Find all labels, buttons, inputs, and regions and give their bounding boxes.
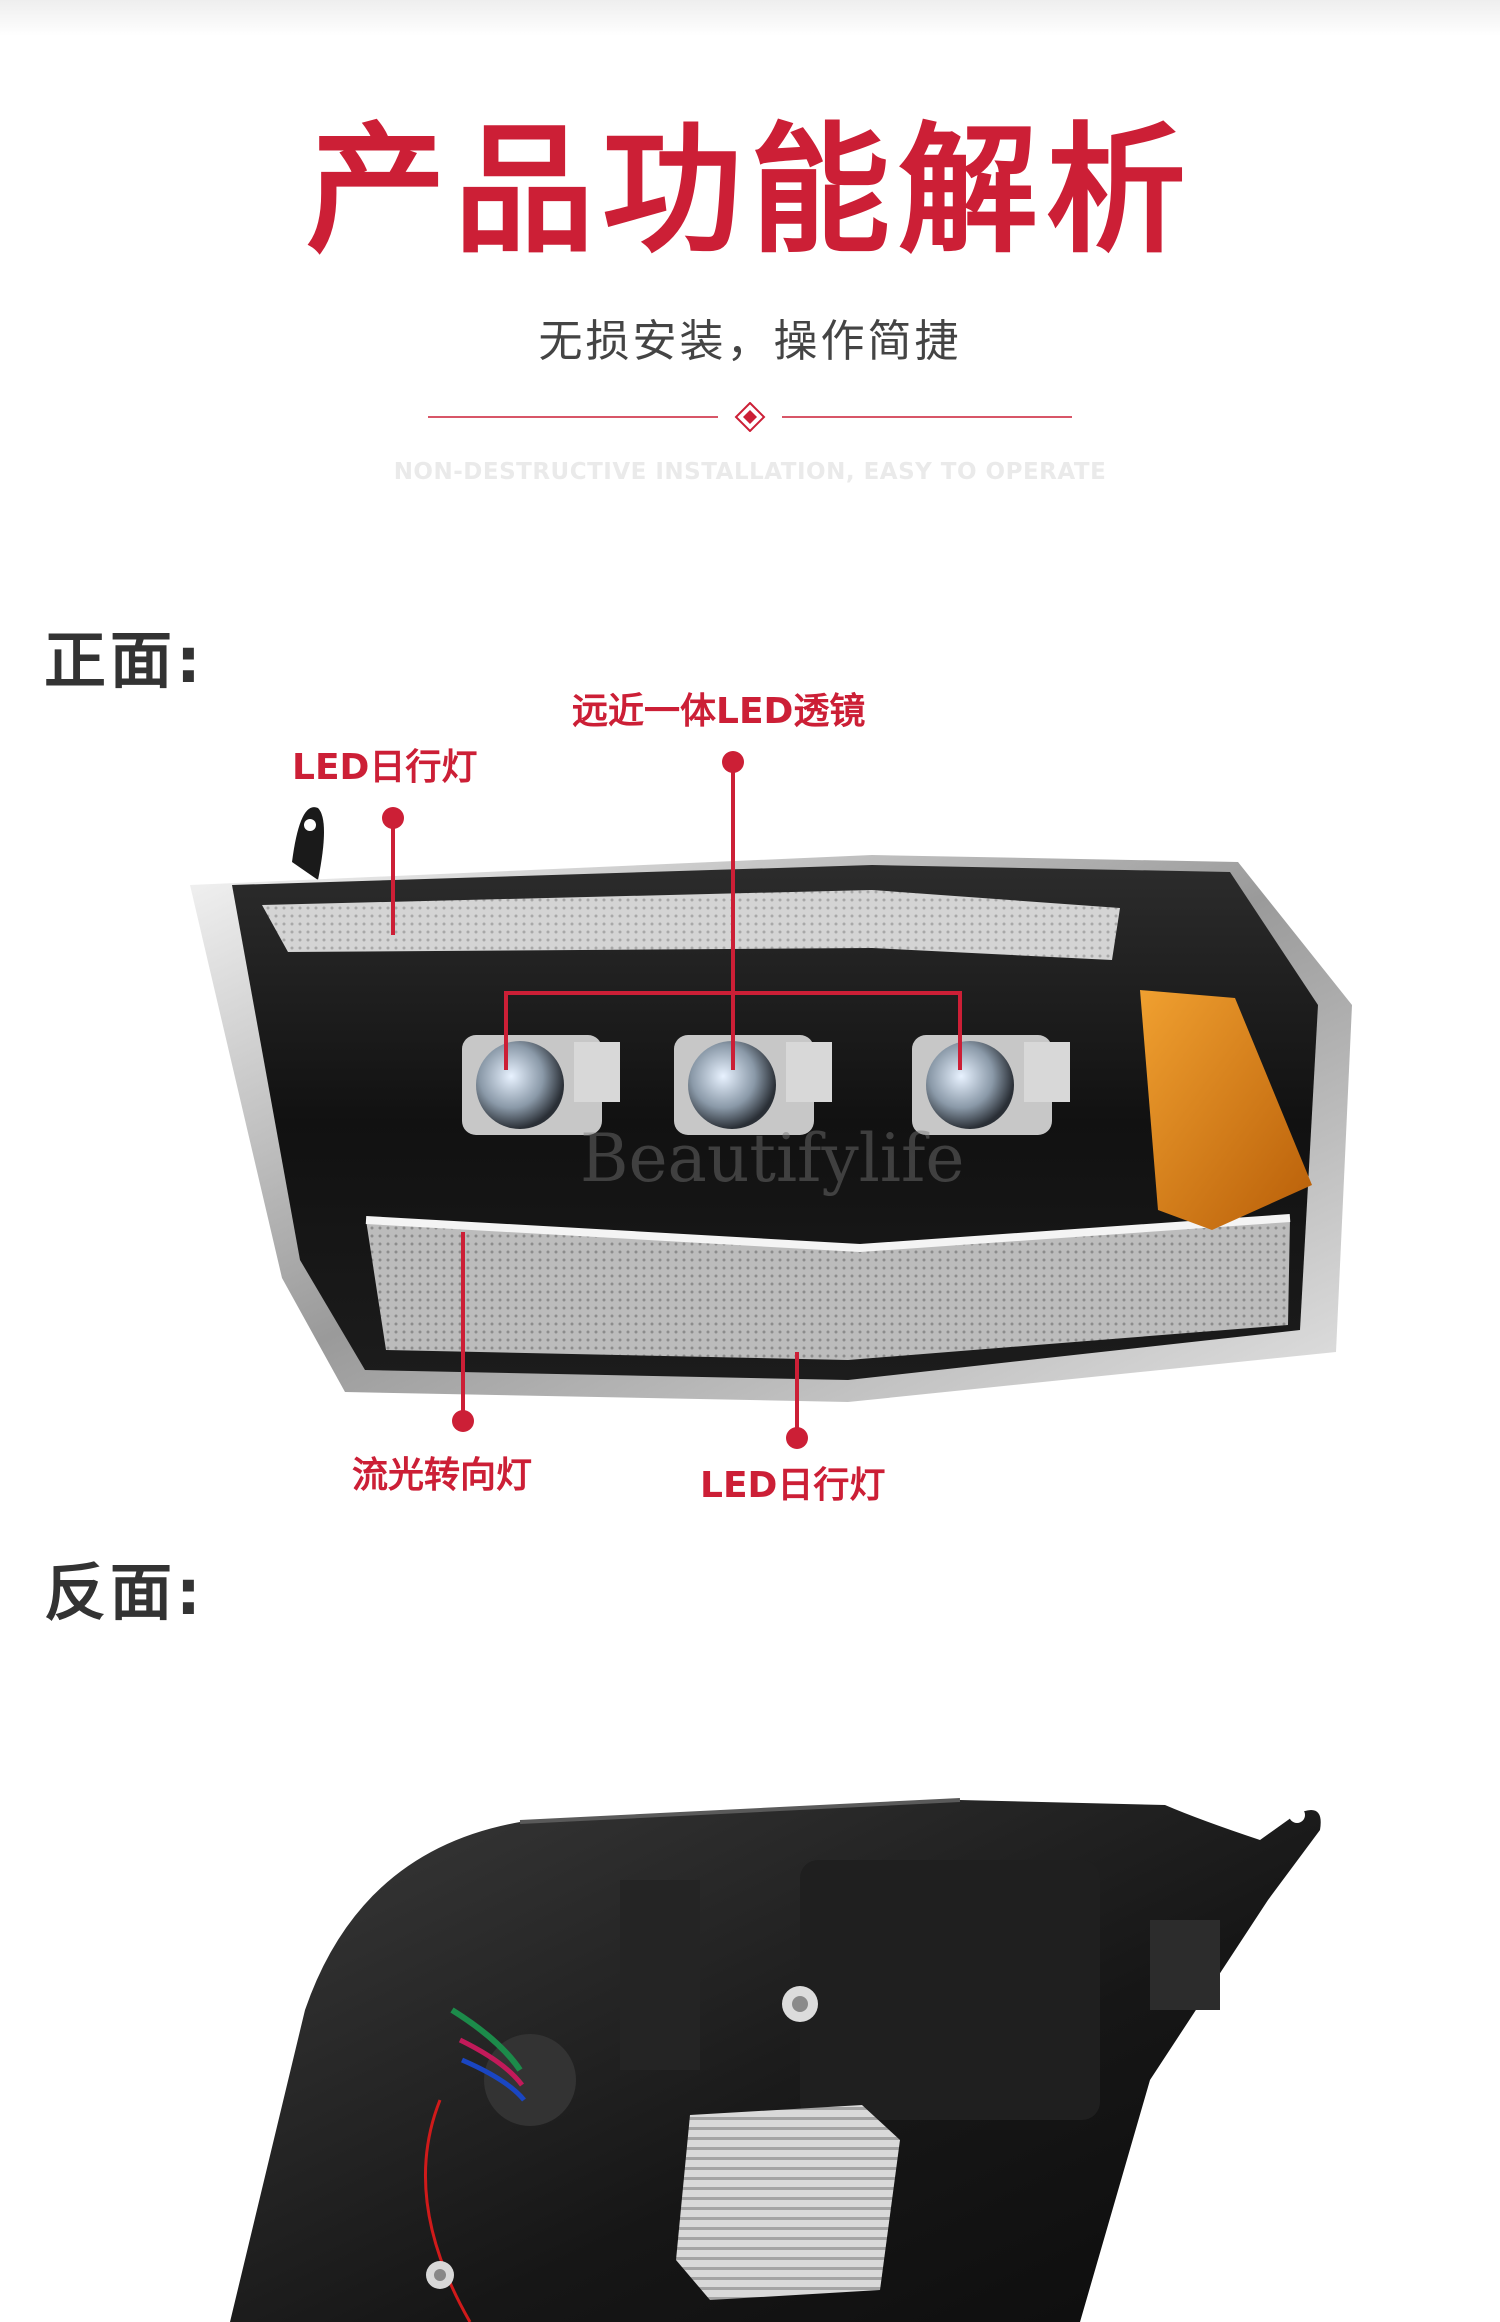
page-title: 产品功能解析 <box>305 110 1194 273</box>
callout-label-drl-bottom: LED日行灯 <box>700 1465 886 1506</box>
back-section-heading: 反面: <box>44 1556 205 1629</box>
callout-dot-lens <box>722 751 744 773</box>
watermark-text: Beautifylife <box>580 1120 965 1197</box>
top-shadow-band <box>0 0 1500 36</box>
page-subtitle: 无损安装，操作简捷 <box>538 316 962 367</box>
callout-label-lens: 远近一体LED透镜 <box>572 691 866 732</box>
title-divider <box>428 402 1072 432</box>
callout-label-turn-signal: 流光转向灯 <box>352 1455 533 1496</box>
front-section-heading: 正面: <box>44 624 205 697</box>
diamond-icon <box>734 402 766 432</box>
page-subtitle-english: NON-DESTRUCTIVE INSTALLATION, EASY TO OP… <box>393 459 1107 485</box>
callout-label-drl-top: LED日行灯 <box>292 747 478 788</box>
headlight-back-image <box>230 1798 1321 2322</box>
headlight-front-image <box>190 807 1352 1402</box>
